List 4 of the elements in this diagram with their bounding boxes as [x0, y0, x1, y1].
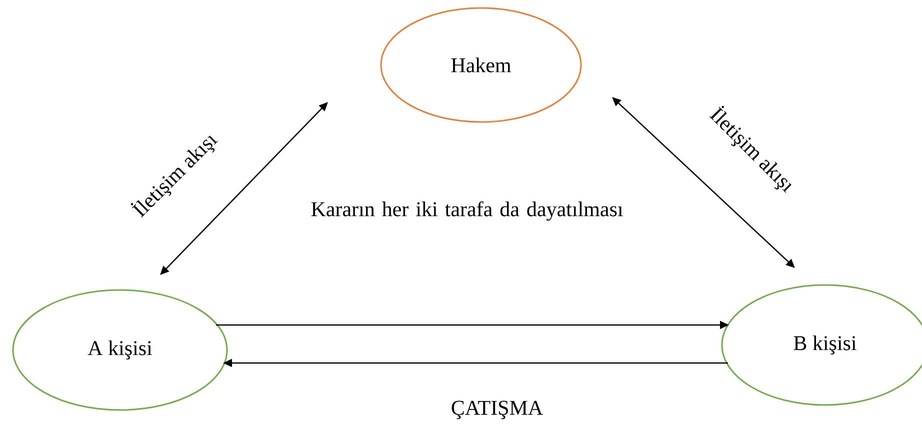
note-text: Kararın her iki tarafa da dayatılması: [311, 201, 623, 221]
ellipse-node: Hakem: [380, 7, 582, 123]
ellipse-node: A kişisi: [12, 289, 228, 411]
note-text: ÇATIŞMA: [452, 400, 543, 420]
